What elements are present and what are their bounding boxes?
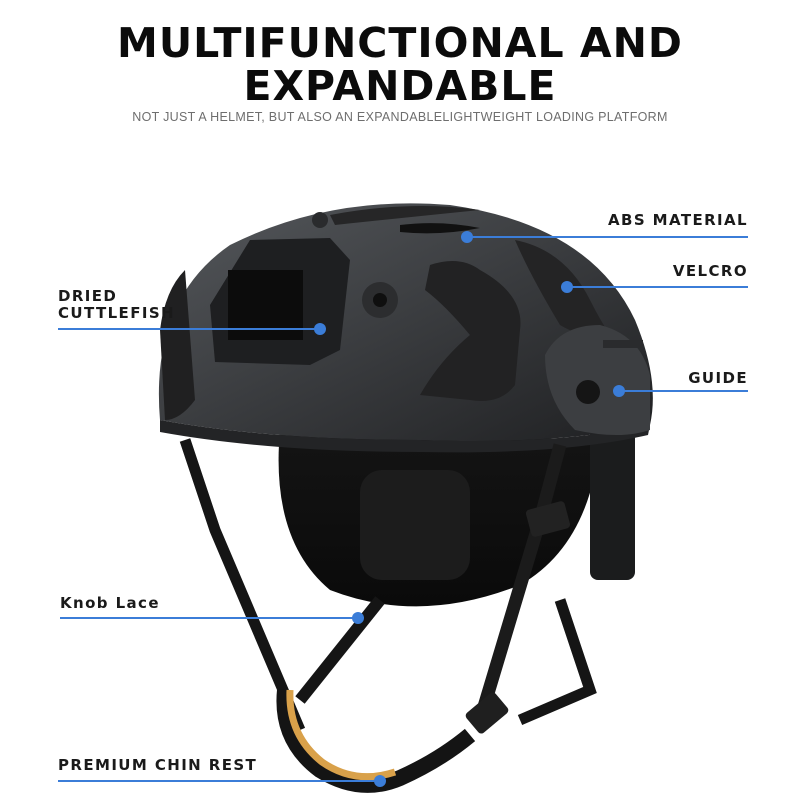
page-title-line-2: EXPANDABLE — [243, 62, 557, 110]
callout-label-dried: DRIED — [58, 287, 118, 305]
callout-dot-knob-lace — [352, 612, 364, 624]
page-title-line-1: MULTIFUNCTIONAL AND — [117, 19, 683, 67]
callout-label-velcro: VELCRO — [672, 262, 748, 280]
callout-line-knob-lace — [60, 617, 358, 619]
callout-dot-premium-chin-rest — [374, 775, 386, 787]
callout-label-guide: GUIDE — [688, 369, 748, 387]
callout-dot-guide — [613, 385, 625, 397]
callout-label-premium-chin-rest: PREMIUM CHIN REST — [58, 756, 258, 774]
callout-line-premium-chin-rest — [58, 780, 380, 782]
page-subtitle: NOT JUST A HELMET, BUT ALSO AN EXPANDABL… — [132, 110, 668, 124]
callout-dot-velcro — [561, 281, 573, 293]
callout-dot-dried-cuttlefish — [314, 323, 326, 335]
callout-label-knob-lace: Knob Lace — [60, 594, 160, 612]
callout-label-abs-material: ABS MATERIAL — [607, 211, 748, 229]
callout-line-guide — [618, 390, 748, 392]
callout-line-abs-material — [466, 236, 748, 238]
callout-line-dried-cuttlefish — [58, 328, 320, 330]
callout-dot-abs-material — [461, 231, 473, 243]
callout-line-velcro — [566, 286, 748, 288]
callout-label-cuttlefish: CUTTLEFISH — [58, 304, 175, 322]
